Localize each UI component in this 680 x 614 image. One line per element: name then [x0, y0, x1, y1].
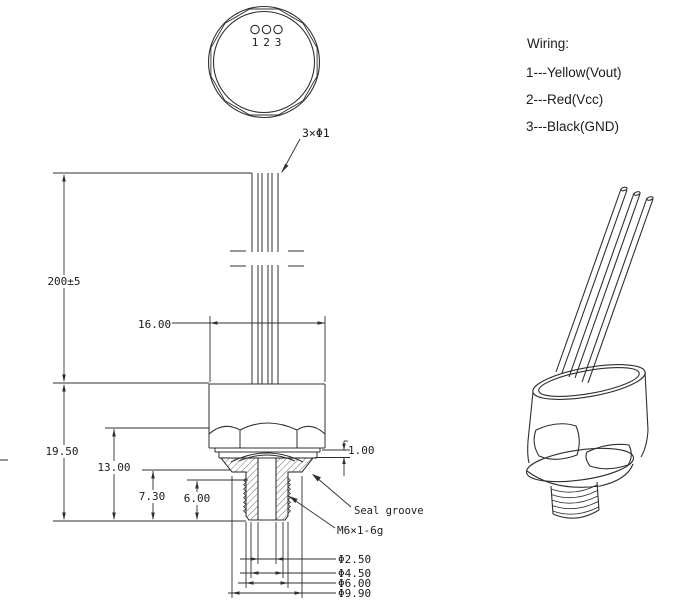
dim-cable-length-group: 200±5	[44, 174, 85, 382]
dim-overall-height-group: 19.50	[42, 384, 83, 520]
top-view-inner-circle	[212, 10, 316, 114]
wiring-line-3: 3---Black(GND)	[526, 119, 619, 134]
callout-thread: M6×1-6g	[337, 524, 383, 537]
top-view-dodecagon	[210, 8, 318, 116]
callout-wires-group: 3×Φ1	[281, 126, 330, 173]
dim-port-height: 7.30	[139, 490, 166, 503]
wiring-title: Wiring:	[527, 36, 569, 51]
dim-overall-height: 19.50	[45, 445, 78, 458]
callouts: 3×Φ1 Seal groove M6×1-6g	[281, 126, 424, 537]
pin-2-hole	[261, 24, 272, 35]
pin-1-label: 1	[252, 36, 259, 49]
front-body	[208, 383, 326, 463]
dim-body-width: 16.00	[138, 318, 171, 331]
break-symbol	[230, 250, 304, 267]
top-view: 1 2 3	[207, 5, 321, 119]
thread-left	[243, 477, 247, 514]
callout-wires: 3×Φ1	[302, 126, 330, 140]
thread-right	[287, 477, 291, 514]
dim-seal-thickness-group: 1.00	[315, 440, 375, 476]
front-wires	[230, 173, 304, 384]
dim-port-height-group: 7.30	[136, 471, 170, 520]
section-left-wing	[219, 457, 259, 521]
dim-thread-length-group: 6.00	[180, 481, 214, 520]
wiring-line-2: 2---Red(Vcc)	[526, 92, 603, 107]
section-right-wing	[275, 457, 315, 521]
pin-2-label: 2	[263, 36, 270, 49]
pin-3-hole	[273, 24, 283, 35]
dim-body-width-group: 16.00	[138, 316, 326, 382]
callout-thread-group: M6×1-6g	[289, 496, 383, 537]
dim-diameters-group: Φ2.50 Φ4.50 Φ6.00 Φ9.90	[228, 476, 371, 600]
dim-hex-top-height-group: 13.00	[94, 429, 135, 520]
iso-wires	[555, 186, 654, 384]
dim-seal-thickness: 1.00	[348, 444, 375, 457]
top-view-outer-circle	[207, 5, 321, 119]
dim-dia-bore: Φ2.50	[338, 553, 371, 566]
dimensions: 200±5 19.50 13.00 7.30	[42, 172, 375, 600]
iso-stud	[550, 481, 600, 519]
dim-hex-top-height: 13.00	[97, 461, 130, 474]
wiring-note: Wiring: 1---Yellow(Vout) 2---Red(Vcc) 3-…	[526, 36, 622, 134]
dim-thread-length: 6.00	[184, 492, 211, 505]
iso-body	[527, 364, 649, 470]
front-view	[0, 173, 326, 521]
wiring-line-1: 1---Yellow(Vout)	[526, 65, 622, 80]
iso-view	[525, 186, 654, 519]
iso-flange	[525, 447, 635, 488]
pin-1-hole	[250, 24, 260, 35]
callout-seal: Seal groove	[354, 505, 424, 517]
dim-dia-flange: Φ9.90	[338, 587, 371, 600]
dim-dia-thread: Φ6.00	[338, 577, 371, 590]
pin-3-label: 3	[275, 36, 282, 49]
callout-seal-group: Seal groove	[312, 474, 424, 517]
dim-cable-length: 200±5	[47, 275, 80, 288]
dim-dia-mid: Φ4.50	[338, 567, 371, 580]
front-section	[219, 457, 315, 521]
